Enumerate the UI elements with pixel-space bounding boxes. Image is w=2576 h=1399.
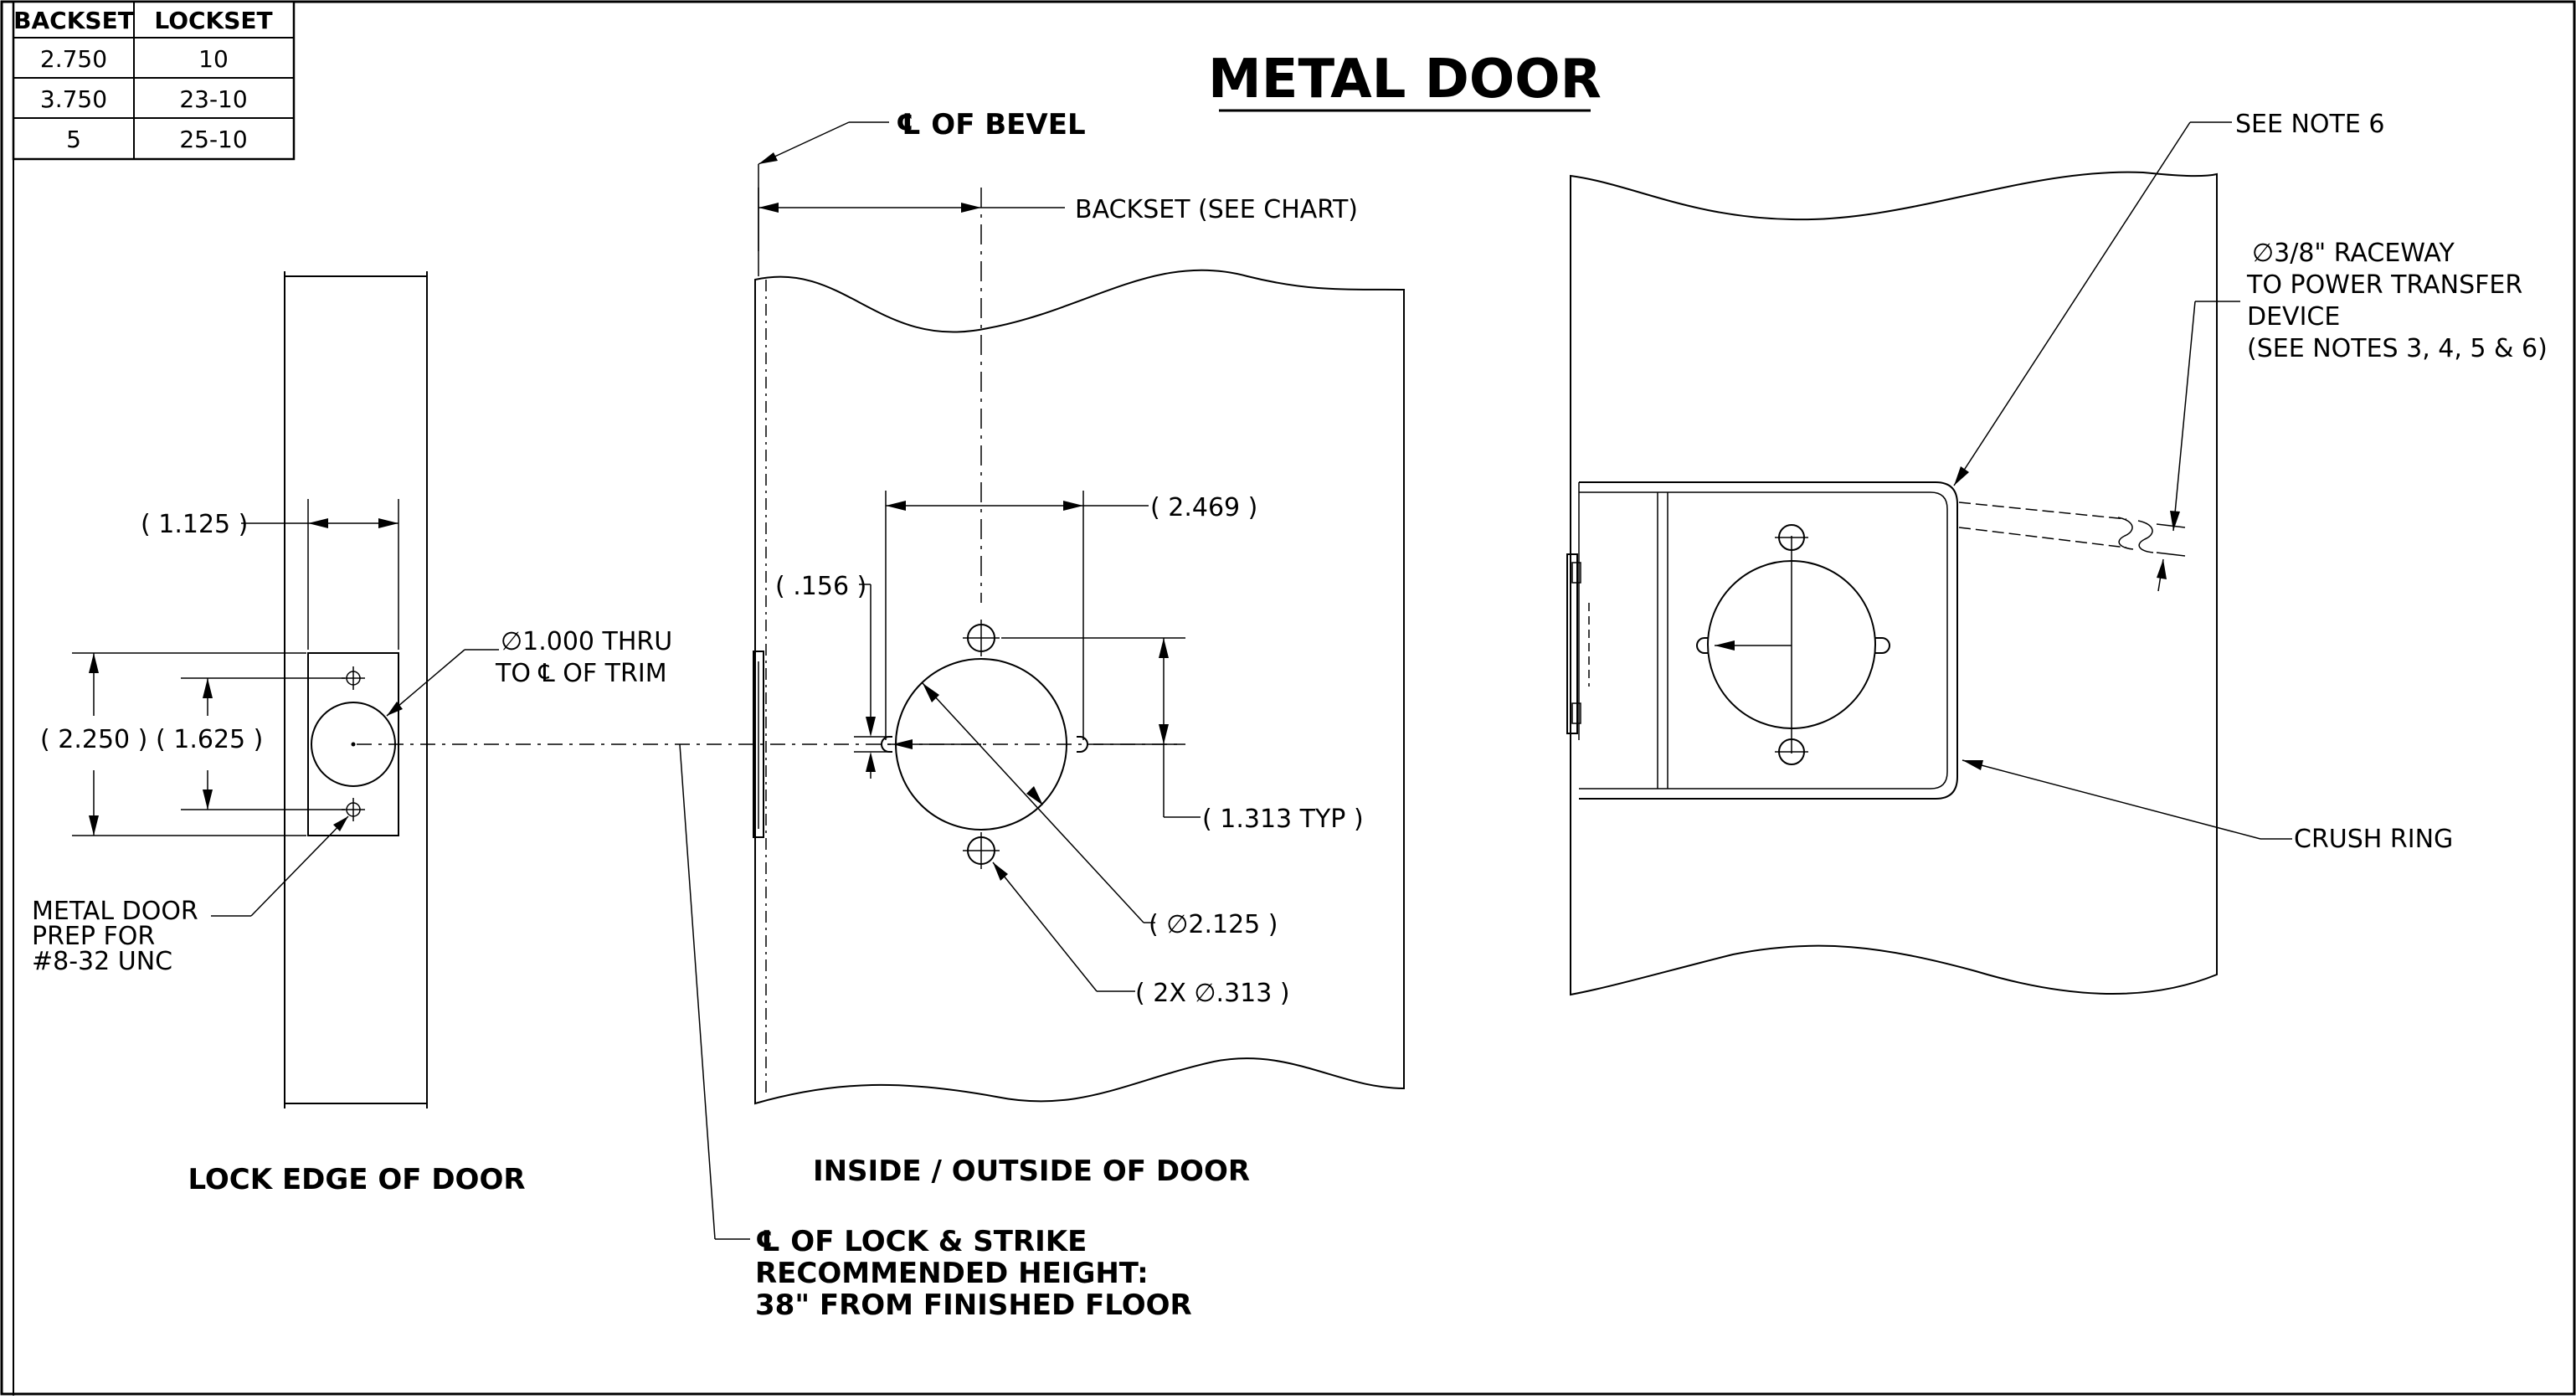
centerline-note-line3: 38" FROM FINISHED FLOOR: [755, 1288, 1192, 1322]
raceway-note-line1: ∅3/8" RACEWAY: [2252, 239, 2455, 268]
screw-note-line1: METAL DOOR: [32, 897, 198, 926]
table-cell: 23-10: [179, 85, 247, 113]
door-section-outline: [1570, 171, 2218, 996]
page-title: METAL DOOR: [1208, 49, 1602, 111]
dim-hole-spacing: ( 1.313 TYP ): [1202, 805, 1364, 834]
crush-ring-label: CRUSH RING: [2294, 825, 2453, 854]
raceway-note-line4: (SEE NOTES 3, 4, 5 & 6): [2247, 334, 2548, 363]
dim-slot-offset: ( .156 ): [775, 572, 866, 601]
dim-screw-hole-diameter: ( 2X ∅.313 ): [1135, 979, 1290, 1008]
table-cell: 2.750: [40, 45, 107, 73]
faceplate-edge: [753, 651, 764, 838]
dim-width-1125: ( 1.125 ): [141, 510, 248, 539]
table-cell: 10: [198, 45, 229, 73]
crush-ring-outer: [1579, 481, 1958, 800]
face-view-heading: INSIDE / OUTSIDE OF DOOR: [813, 1155, 1250, 1188]
door-face-outline: [754, 269, 1405, 1105]
backset-table: BACKSET LOCKSET 2.750 10 3.750 23-10 5 2…: [12, 0, 296, 161]
door-edge-outline: [284, 275, 428, 1104]
table-header-lockset: LOCKSET: [154, 7, 272, 34]
crush-ring-inner: [1579, 491, 1948, 790]
centerline-note-line2: RECOMMENDED HEIGHT:: [755, 1257, 1149, 1290]
table-cell: 3.750: [40, 85, 107, 113]
lock-edge-heading: LOCK EDGE OF DOOR: [188, 1163, 525, 1196]
backset-label: BACKSET (SEE CHART): [1075, 195, 1358, 224]
table-cell: 5: [66, 126, 81, 153]
thru-note-line2: TO ℄ OF TRIM: [495, 659, 667, 688]
dim-height-2250: ( 2.250 ): [40, 725, 147, 754]
raceway-upper: [1958, 501, 2127, 520]
dim-slot-width: ( 2.469 ): [1150, 493, 1257, 522]
centerline-note: ℄ OF LOCK & STRIKE RECOMMENDED HEIGHT: 3…: [679, 743, 1192, 1322]
raceway-note-line2: TO POWER TRANSFER: [2246, 270, 2522, 300]
face-view: ℄ OF BEVEL BACKSET (SEE CHART) ( 2.469 ): [753, 108, 1405, 1188]
raceway-lower: [1958, 527, 2127, 548]
section-view: SEE NOTE 6 ∅3/8" RACEWAY TO POWER TRANSF…: [1566, 110, 2548, 996]
table-header-backset: BACKSET: [13, 7, 134, 34]
centerline-note-line1: ℄ OF LOCK & STRIKE: [755, 1225, 1087, 1258]
see-note-6: SEE NOTE 6: [2235, 110, 2384, 139]
thru-note-line1: ∅1.000 THRU: [501, 627, 672, 656]
lock-edge-view: ( 1.125 ) ( 2.250 ) ( 1.625 ) ∅1.000 THR…: [32, 271, 672, 1196]
dim-height-1625: ( 1.625 ): [156, 725, 263, 754]
screw-note-line2: PREP FOR: [32, 922, 155, 951]
raceway-note-line3: DEVICE: [2247, 302, 2340, 332]
dim-bore-diameter: ( ∅2.125 ): [1149, 910, 1278, 939]
bevel-label: ℄ OF BEVEL: [896, 108, 1086, 141]
table-cell: 25-10: [179, 126, 247, 153]
section-faceplate: [1566, 553, 1578, 734]
screw-note-line3: #8-32 UNC: [32, 947, 172, 976]
